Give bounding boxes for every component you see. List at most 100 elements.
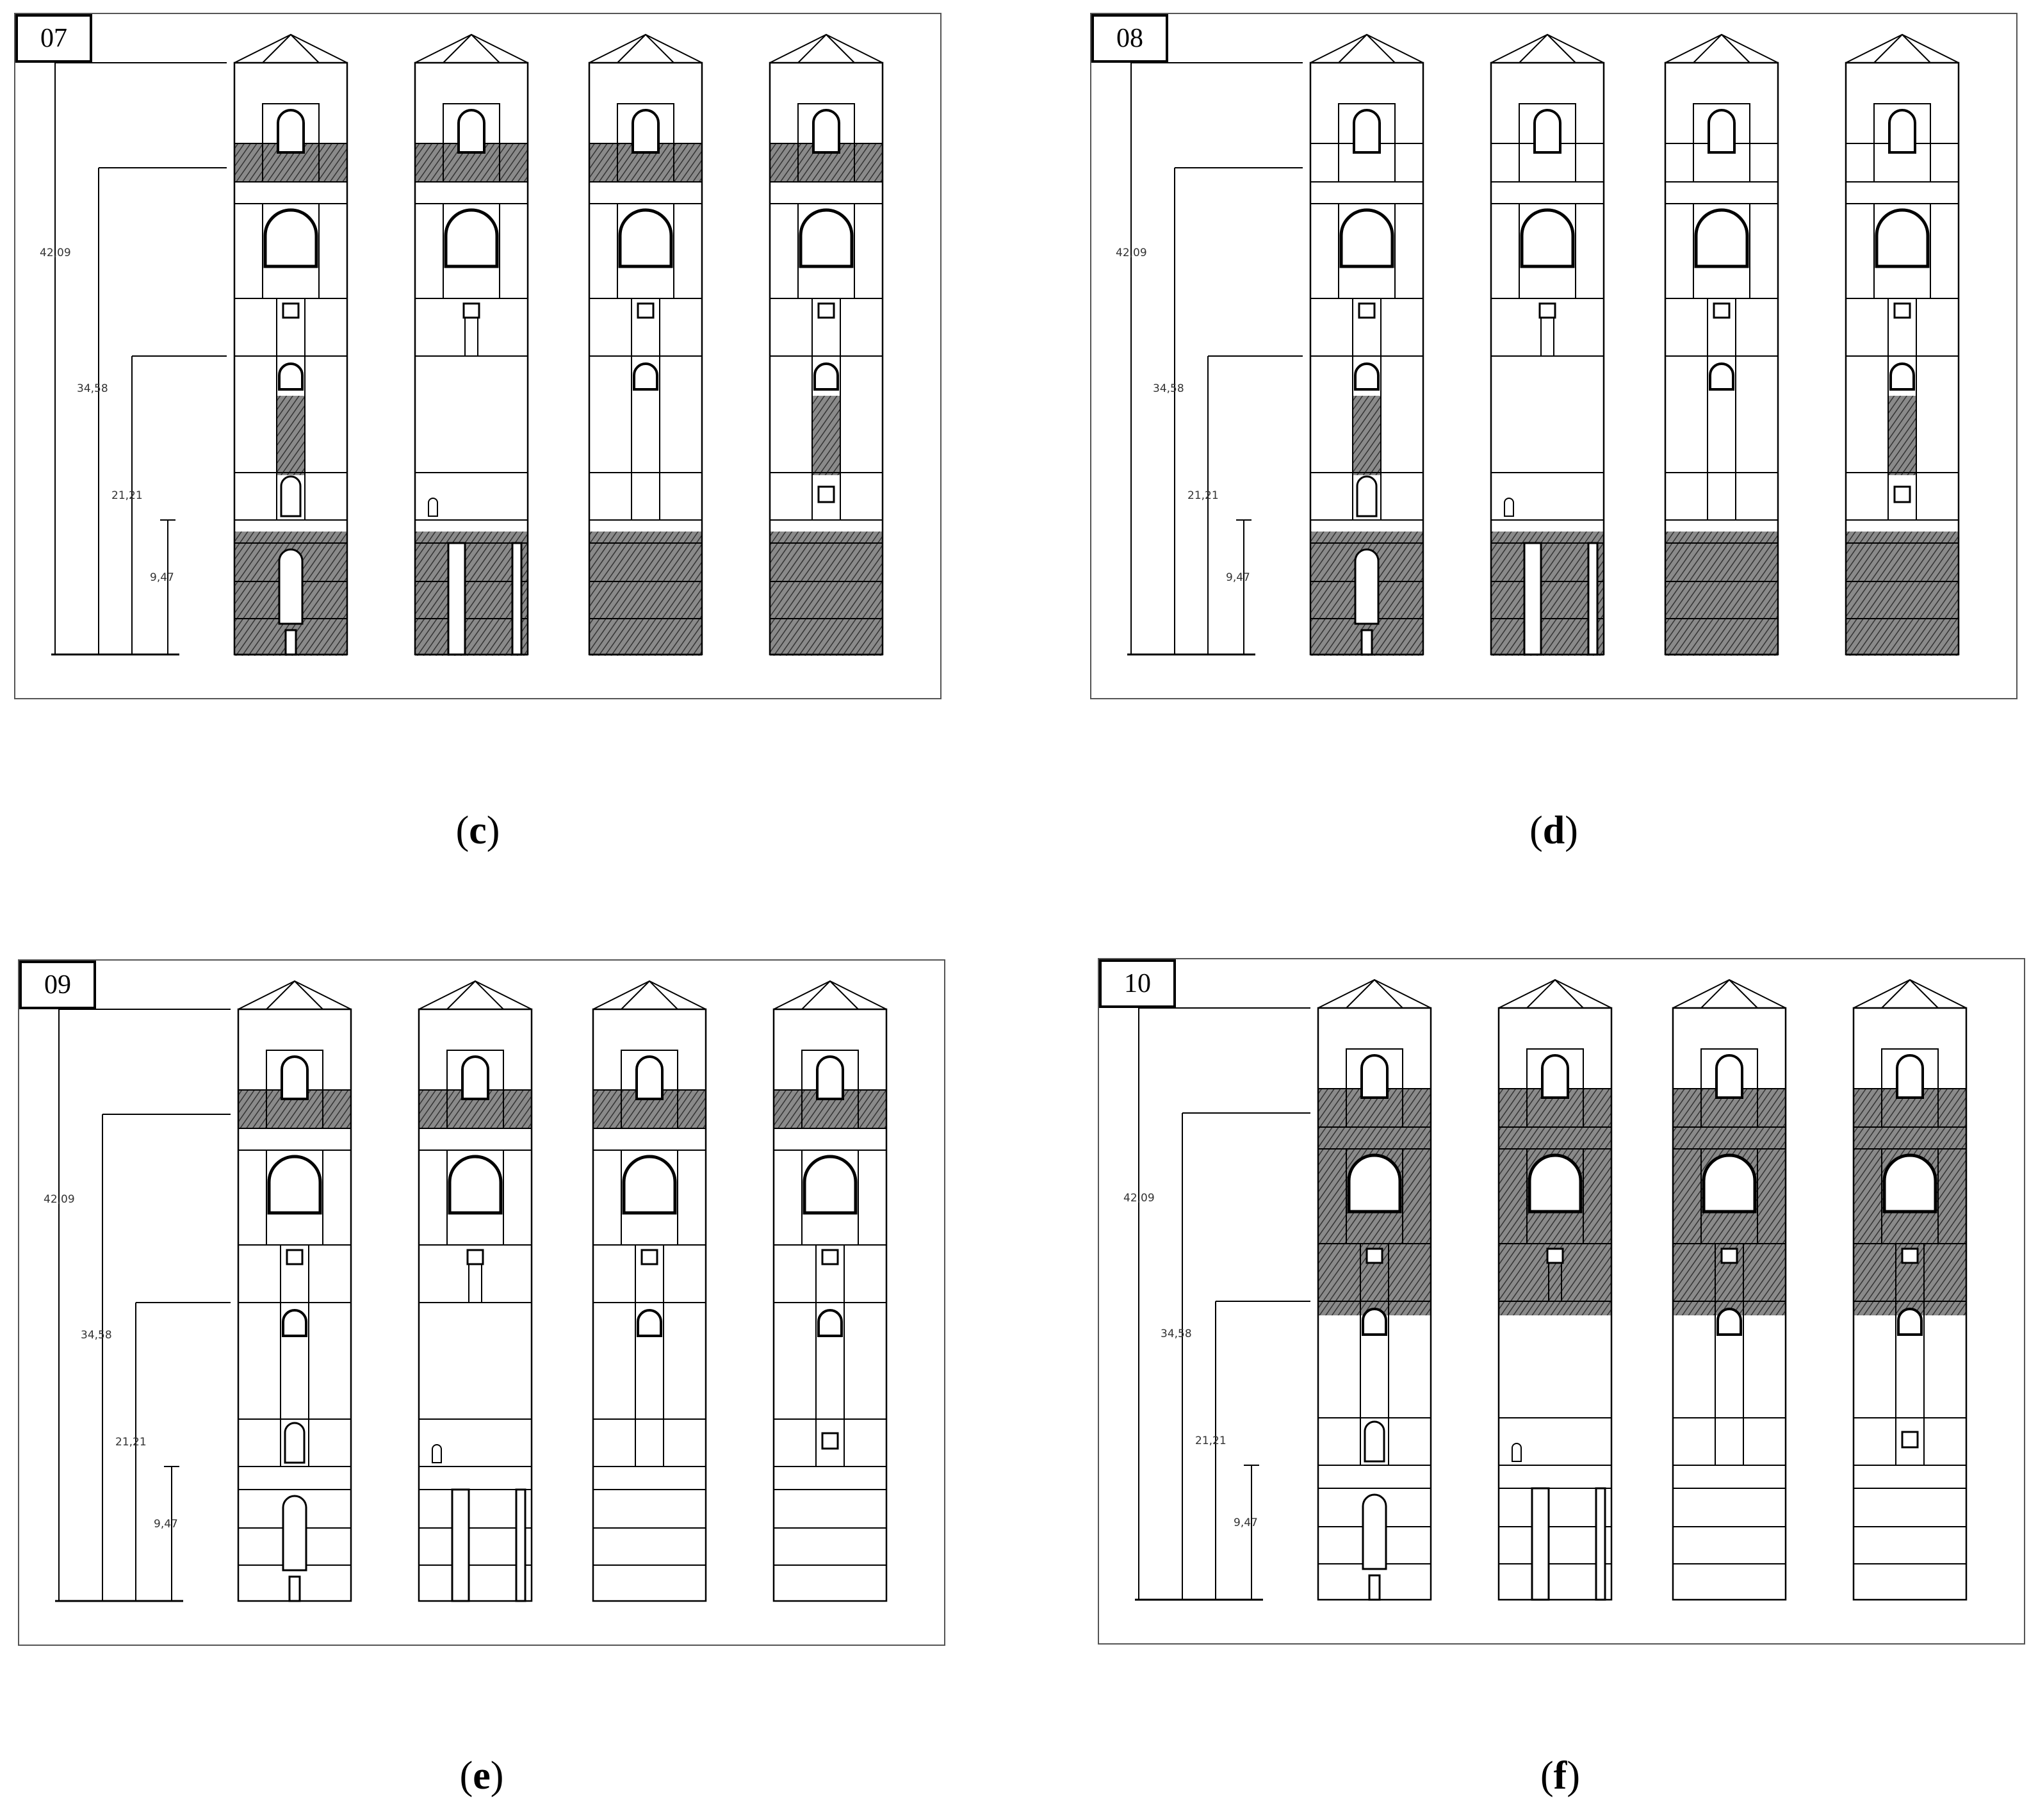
caption-letter: d: [1542, 809, 1565, 852]
belfry-window: [816, 1055, 844, 1100]
pilaster-right: [1595, 1487, 1606, 1601]
main-window: [444, 208, 499, 268]
small-arched-window: [1362, 1308, 1387, 1336]
belfry-window: [812, 109, 840, 154]
belfry-window: [1708, 109, 1736, 154]
roof-line: [645, 34, 674, 63]
roof-line: [1721, 34, 1750, 63]
tower-outline: [592, 1008, 707, 1602]
tower-elevation: [588, 33, 703, 656]
roof-line: [1554, 979, 1584, 1009]
dimension-label: 21,21: [1195, 1434, 1227, 1447]
narrow-window: [1364, 1420, 1385, 1463]
main-window-frame: [797, 203, 855, 299]
belfry-window: [281, 1055, 309, 1100]
roof-line: [290, 34, 320, 63]
roof-outline: [414, 33, 528, 63]
pilaster-left: [451, 1488, 470, 1602]
shaded-band: [1665, 532, 1778, 656]
shaded-band: [415, 532, 528, 656]
small-niche: [428, 498, 438, 517]
roof-line: [471, 34, 500, 63]
main-window: [803, 1155, 858, 1215]
roof-line: [1873, 34, 1903, 63]
main-window-frame: [1881, 1148, 1939, 1244]
panel-tag: 10: [1099, 959, 1176, 1008]
dimension-label: 42,09: [44, 1193, 75, 1206]
main-window-frame: [262, 203, 320, 299]
roof-line: [1374, 979, 1403, 1009]
belfry-frame: [1519, 103, 1576, 183]
tower-elevation: [1664, 33, 1779, 656]
belfry-frame: [1700, 1048, 1758, 1128]
main-window-frame: [1873, 203, 1931, 299]
small-window: [817, 302, 835, 319]
tower-outline: [769, 61, 884, 656]
tower-outline: [1845, 61, 1960, 656]
small-window: [637, 302, 655, 319]
door-arch: [1362, 1493, 1387, 1570]
roof-outline: [234, 33, 348, 63]
dimension-label: 21,21: [111, 489, 143, 502]
main-window: [1694, 208, 1749, 268]
main-window-frame: [1693, 203, 1750, 299]
tower-elevation: [1490, 33, 1605, 656]
roof-line: [1693, 34, 1722, 63]
roof-line: [1519, 34, 1548, 63]
roof-line: [443, 34, 472, 63]
main-window: [1875, 208, 1930, 268]
small-arched-window: [1897, 1308, 1923, 1336]
panel-caption-d: (d): [1529, 809, 1578, 852]
small-window: [1901, 1431, 1919, 1449]
main-window: [799, 208, 854, 268]
tower-outline: [1672, 1007, 1787, 1601]
main-window-frame: [617, 203, 674, 299]
belfry-window: [1896, 1054, 1924, 1099]
main-window-frame: [1519, 203, 1576, 299]
belfry-window: [1541, 1054, 1569, 1099]
main-window-frame: [446, 1150, 504, 1246]
dimension-label: 21,21: [115, 1436, 147, 1449]
main-window: [267, 1155, 322, 1215]
small-window: [1538, 302, 1556, 319]
shaded-band: [770, 532, 883, 656]
dimension-label: 34,58: [77, 382, 108, 395]
belfry-frame: [617, 103, 674, 183]
door-arch: [1354, 548, 1380, 625]
belfry-frame: [443, 103, 500, 183]
small-window: [1901, 1247, 1919, 1264]
roof-line: [1729, 979, 1758, 1009]
panel-tag: 08: [1091, 14, 1168, 63]
belfry-frame: [797, 103, 855, 183]
panel-caption-c: (c): [455, 809, 500, 852]
door-slot: [1368, 1574, 1381, 1601]
roof-line: [1526, 979, 1556, 1009]
small-arched-window: [633, 362, 658, 391]
small-arched-window: [1889, 362, 1915, 391]
belfry-frame: [1526, 1048, 1584, 1128]
door-arch: [278, 548, 304, 625]
panel-caption-f: (f): [1540, 1754, 1580, 1798]
small-window: [1893, 302, 1911, 319]
small-window: [462, 302, 480, 319]
main-window-frame: [266, 1150, 323, 1246]
dimension-label: 42,09: [40, 247, 71, 259]
dimension-label: 9,47: [1226, 571, 1250, 584]
belfry-window: [1360, 1054, 1389, 1099]
belfry-window: [461, 1055, 489, 1100]
narrow-window: [284, 1422, 306, 1464]
belfry-window: [1715, 1054, 1743, 1099]
shaded-band: [1491, 532, 1604, 656]
small-window: [640, 1249, 658, 1265]
belfry-frame: [262, 103, 320, 183]
caption-letter: c: [469, 809, 487, 852]
roof-line: [801, 980, 831, 1010]
caption-letter: f: [1553, 1754, 1567, 1798]
